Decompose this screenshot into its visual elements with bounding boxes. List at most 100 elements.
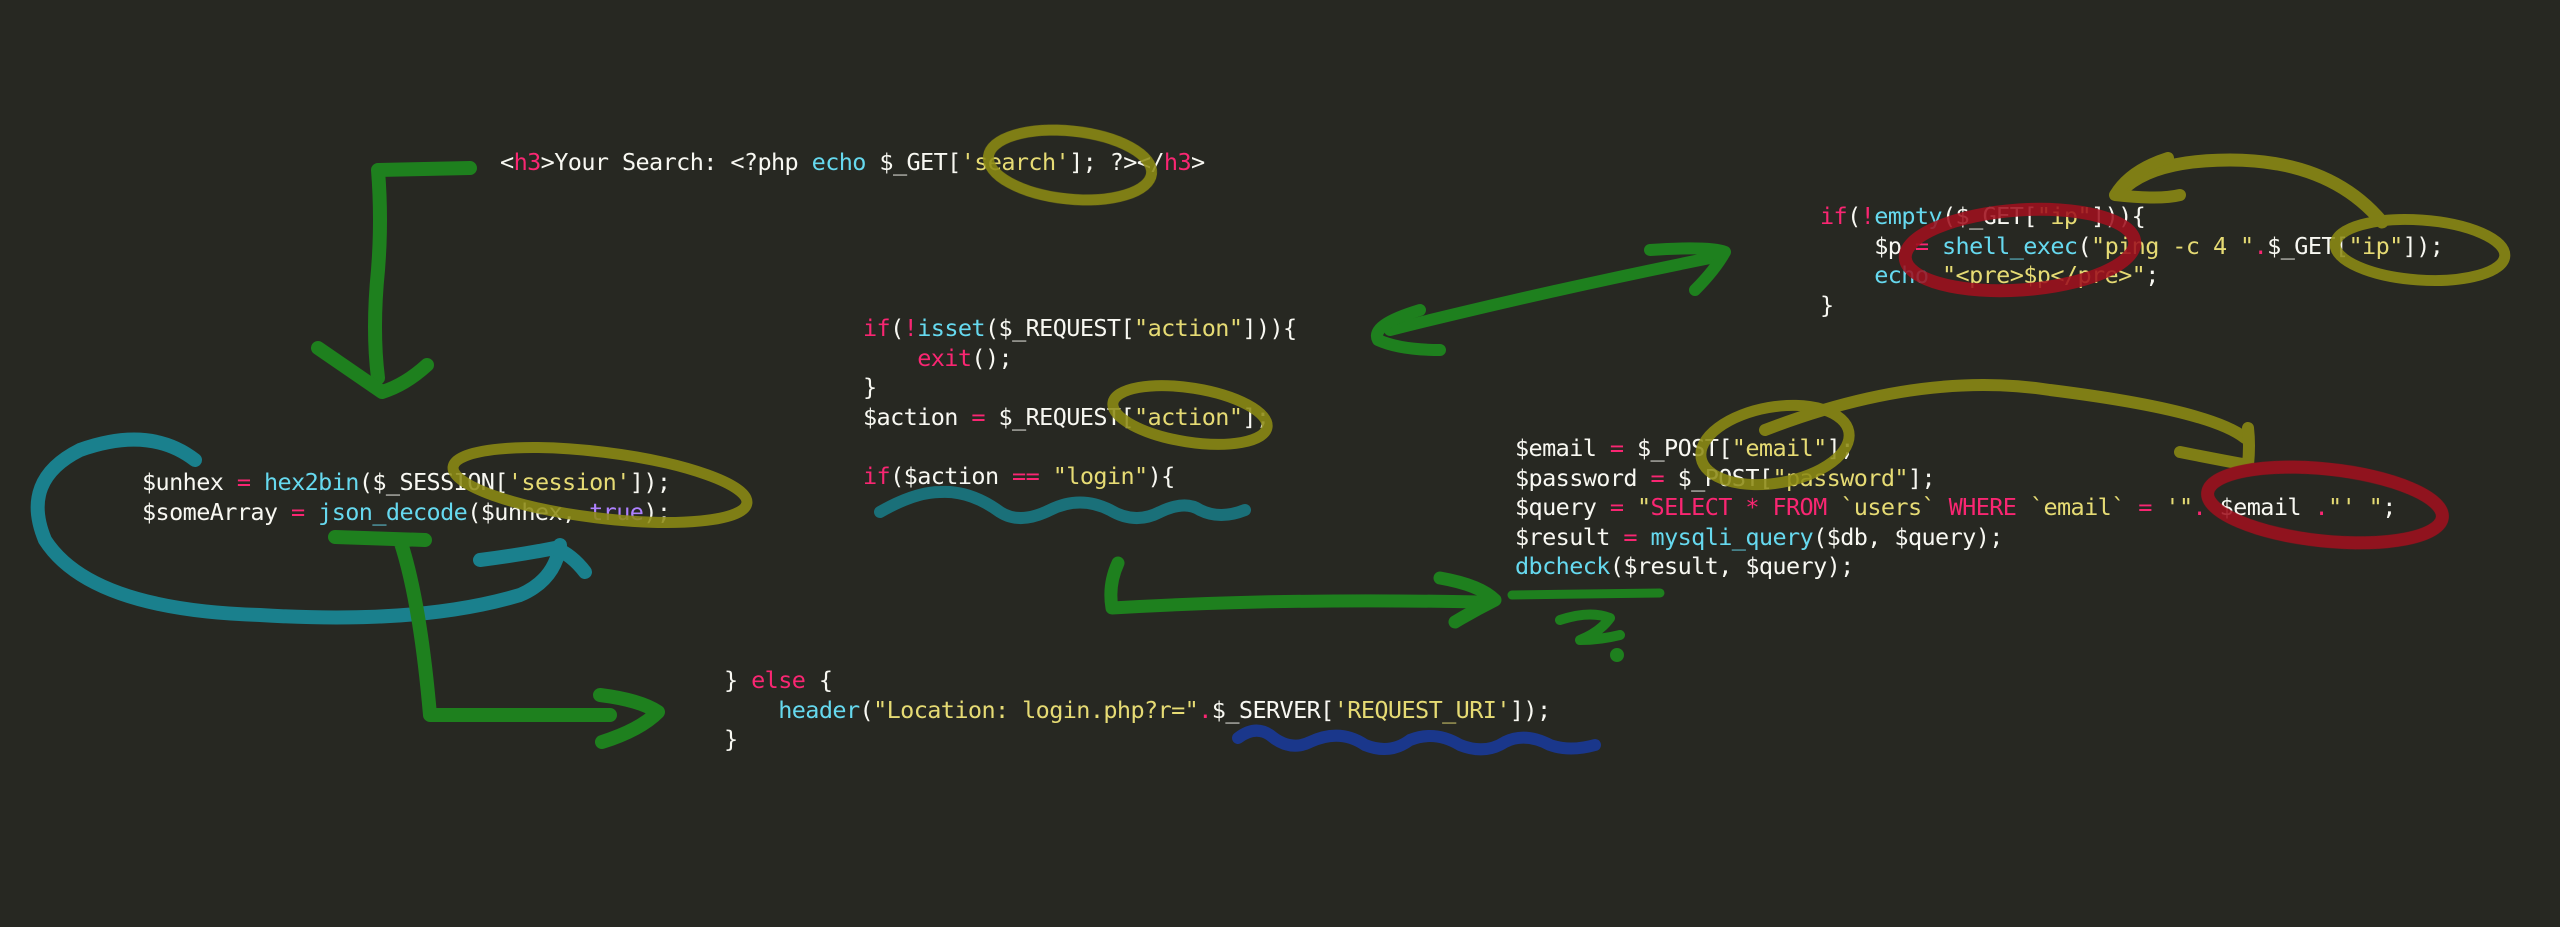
code-token: ($action xyxy=(890,461,1013,490)
arrow-login-to-dbcheck-icon xyxy=(1104,556,1487,615)
code-token: > xyxy=(1191,148,1205,176)
code-token: ){ xyxy=(1147,461,1176,490)
code-token: $_GET[ xyxy=(865,148,961,176)
code-token: ; xyxy=(2145,261,2159,289)
code-token: mysqli_query xyxy=(1650,522,1814,551)
code-line: } xyxy=(863,373,1297,403)
code-token: $email xyxy=(1515,434,1610,462)
code-token: = xyxy=(1650,463,1665,492)
code-token xyxy=(724,696,778,724)
code-token: $query xyxy=(1515,493,1610,521)
code-token: . xyxy=(2314,493,2329,521)
code-token: ; xyxy=(2382,493,2396,521)
code-token: == xyxy=(1012,461,1040,490)
code-token: json_decode xyxy=(318,497,468,526)
code-token: = xyxy=(2138,493,2166,521)
code-token: ])){ xyxy=(2091,202,2146,230)
code-token: ); xyxy=(643,497,671,526)
code-token: "login" xyxy=(1052,461,1148,490)
code-token: = xyxy=(1914,231,1929,260)
code-token: "<pre>$p</pre>" xyxy=(1941,261,2146,289)
code-token xyxy=(250,468,264,496)
code-token: "password" xyxy=(1772,463,1908,492)
code-line: $someArray = json_decode($unhex, true); xyxy=(142,497,671,528)
code-token: } xyxy=(1820,290,1834,319)
code-token: if xyxy=(863,461,891,490)
double-arrow-green-icon xyxy=(1384,250,1726,336)
arrowhead-dbcheck-icon xyxy=(1433,571,1502,629)
arrow-head-right-green-icon xyxy=(593,688,665,749)
code-token: empty xyxy=(1874,202,1942,230)
code-token: $someArray xyxy=(142,497,292,526)
code-line xyxy=(863,432,1297,462)
code-request-action: if(!isset($_REQUEST["action"])){ exit();… xyxy=(863,314,1297,491)
code-token xyxy=(1928,232,1942,260)
code-token: >Your Search: <?php xyxy=(540,148,812,176)
code-sql-query: $email = $_POST["email"];$password = $_P… xyxy=(1515,434,2396,582)
code-h3-search: <h3>Your Search: <?php echo $_GET['searc… xyxy=(500,148,1205,178)
loop-arrowhead-teal-icon xyxy=(473,541,592,579)
code-token: $_SERVER[ xyxy=(1211,695,1335,724)
double-arrow-right-head-icon xyxy=(1644,242,1731,296)
code-session-decode: $unhex = hex2bin($_SESSION['session']);$… xyxy=(142,468,671,528)
code-token: exit xyxy=(917,343,972,372)
question-dot-green-icon xyxy=(1610,648,1624,662)
code-token: . xyxy=(2253,231,2268,260)
code-token: ]; xyxy=(1907,463,1936,492)
code-token: $_REQUEST[ xyxy=(984,402,1135,431)
code-line: if($action == "login"){ xyxy=(863,462,1297,492)
code-token: WHERE xyxy=(1948,493,2030,521)
code-token: " xyxy=(1636,493,1651,521)
code-token: "email" xyxy=(1731,434,1827,462)
code-token: ! xyxy=(1860,202,1875,230)
code-token: $_POST[ xyxy=(1664,463,1773,492)
code-line: $password = $_POST["password"]; xyxy=(1515,464,2396,494)
code-line: } else { xyxy=(724,666,1551,696)
code-token xyxy=(863,344,917,372)
code-token: ( xyxy=(1847,202,1861,230)
arrow-right-green-icon xyxy=(328,530,617,722)
code-token: $password xyxy=(1515,463,1651,492)
code-token: = xyxy=(1609,493,1624,521)
question-mark-green-icon xyxy=(1555,609,1625,645)
code-token: $p xyxy=(1820,231,1915,260)
code-token: 'REQUEST_URI' xyxy=(1333,695,1511,724)
code-token: ($_GET[ xyxy=(1941,202,2037,230)
code-token xyxy=(1039,462,1053,490)
code-token xyxy=(1623,493,1637,521)
code-token: $unhex xyxy=(142,468,237,496)
underline-dbcheck-icon xyxy=(1507,588,1665,600)
code-token: ]); xyxy=(1509,695,1551,724)
code-token: `users` xyxy=(1840,493,1949,521)
code-token xyxy=(1637,523,1651,551)
double-arrow-left-head-icon xyxy=(1371,304,1446,356)
code-token xyxy=(1820,261,1874,289)
code-token: echo xyxy=(811,148,867,176)
code-token: "action" xyxy=(1133,402,1243,431)
code-token: `email` xyxy=(2029,493,2139,521)
code-token: "Location: login.php?r=" xyxy=(873,695,1199,724)
code-line: $result = mysqli_query($db, $query); xyxy=(1515,523,2396,553)
code-line: header("Location: login.php?r=".$_SERVER… xyxy=(724,696,1551,726)
code-token: "ping -c 4 " xyxy=(2091,231,2254,260)
code-token: h3 xyxy=(513,148,542,176)
code-token: hex2bin xyxy=(263,468,359,496)
code-token: = xyxy=(1609,434,1624,462)
code-token: $_GET[ xyxy=(2267,231,2349,260)
code-token: $action xyxy=(863,402,972,431)
code-token: ]); xyxy=(2402,231,2444,260)
code-token: else xyxy=(751,666,806,694)
code-token: $email xyxy=(2219,493,2315,521)
code-token: ]; ?></ xyxy=(1069,148,1164,176)
code-token: ( xyxy=(859,695,874,724)
code-token: ])){ xyxy=(1242,314,1297,342)
code-line: $p = shell_exec("ping -c 4 ".$_GET["ip"]… xyxy=(1820,231,2444,262)
code-token: $_POST[ xyxy=(1623,434,1732,462)
arrow-email-to-query-icon xyxy=(1759,379,2251,444)
code-token: } xyxy=(724,725,738,753)
code-token: = xyxy=(971,402,985,431)
squiggle-teal-login-icon xyxy=(874,485,1251,524)
arrowhead-yellow-ip-icon xyxy=(2109,152,2186,204)
code-token: (); xyxy=(971,343,1013,372)
code-token xyxy=(305,498,319,526)
